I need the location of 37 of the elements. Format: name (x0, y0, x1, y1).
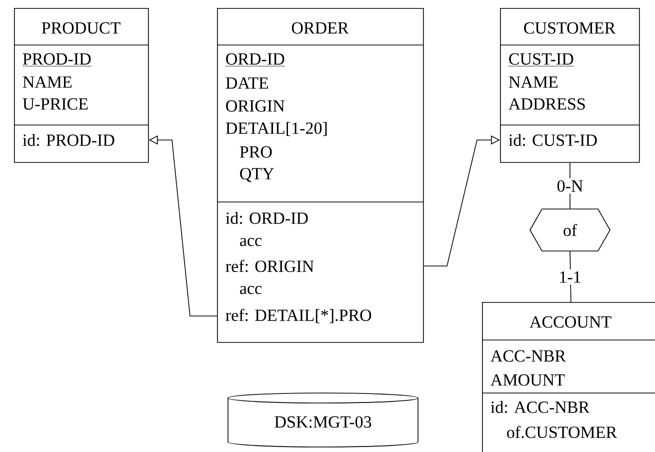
attribute: of.CUSTOMER (507, 426, 618, 438)
entity-box (482, 302, 655, 452)
entity-box (14, 8, 149, 163)
entity-name: ACCOUNT (530, 316, 612, 328)
attribute: acc (240, 238, 262, 246)
entity-box (216, 8, 424, 343)
attribute: DETAIL[1-20] (226, 122, 327, 136)
attribute: U-PRICE (22, 98, 88, 110)
attribute: id: ORD-ID (226, 212, 308, 224)
attribute: PRO (240, 146, 272, 158)
entity-name: CUSTOMER (524, 22, 616, 34)
edge-label: 1-1 (556, 269, 584, 285)
attribute: PROD-ID (22, 53, 92, 66)
attribute: DATE (226, 77, 268, 89)
attribute: ref: ORIGIN (226, 260, 314, 272)
attribute: ORD-ID (225, 53, 286, 66)
entity-name: PRODUCT (42, 22, 120, 34)
attribute: NAME (508, 76, 558, 88)
node-label: DSK:MGT-03 (274, 416, 372, 428)
attribute: ACC-NBR (490, 350, 566, 362)
attribute: id: PROD-ID (22, 134, 114, 146)
attribute: id: ACC-NBR (490, 401, 590, 414)
entity-box (500, 8, 640, 163)
attribute: ADDRESS (508, 98, 585, 110)
connector (423, 135, 500, 266)
attribute: CUST-ID (508, 53, 574, 66)
attribute: AMOUNT (490, 374, 565, 386)
entity-name: ORDER (292, 22, 349, 34)
relationship-hexagon: of (530, 208, 610, 252)
attribute: QTY (240, 168, 274, 182)
storage-cylinder: DSK:MGT-03 (228, 392, 418, 448)
edge-label: 0-N (554, 178, 586, 194)
attribute: NAME (22, 76, 72, 88)
attribute: acc (240, 286, 262, 294)
attribute: ref: DETAIL[*].PRO (226, 308, 372, 324)
attribute: ORIGIN (226, 100, 284, 112)
attribute: id: CUST-ID (508, 134, 597, 146)
